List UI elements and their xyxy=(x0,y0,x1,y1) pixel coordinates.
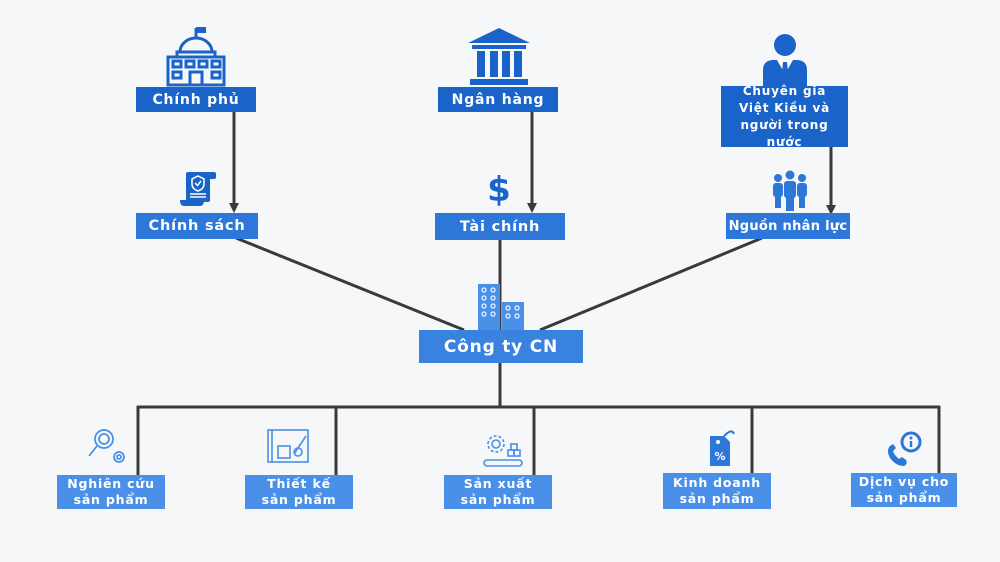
svg-text:%: % xyxy=(714,450,725,463)
team-people-icon xyxy=(773,170,807,211)
source-label: Ngân hàng xyxy=(451,91,545,108)
source-label: Chính phủ xyxy=(152,91,240,108)
blueprint-design-icon xyxy=(267,429,309,463)
line-hr-to-company xyxy=(539,236,763,332)
activity-label: Thiết kế sản phẩm xyxy=(261,476,337,507)
price-tag-percent-icon: % xyxy=(710,430,735,466)
research-magnifier-gear-icon xyxy=(88,429,125,463)
activity-business: Kinh doanh sản phẩm xyxy=(663,473,771,509)
resource-finance: Tài chính xyxy=(435,213,565,240)
source-bank: Ngân hàng xyxy=(438,87,558,112)
activity-design: Thiết kế sản phẩm xyxy=(245,475,353,509)
phone-info-icon xyxy=(888,431,922,466)
activity-label: Dịch vụ cho sản phẩm xyxy=(858,474,950,505)
activity-label: Kinh doanh sản phẩm xyxy=(673,475,761,506)
activity-production: Sản xuất sản phẩm xyxy=(444,475,552,509)
source-label: Chuyên gia Việt Kiều và người trong nước xyxy=(738,83,831,149)
activity-label: Sản xuất sản phẩm xyxy=(460,476,536,507)
activity-research: Nghiên cứu sản phẩm xyxy=(57,475,165,509)
source-experts: Chuyên gia Việt Kiều và người trong nước xyxy=(721,84,848,149)
line-policy-to-company xyxy=(235,236,465,332)
production-gear-conveyor-icon xyxy=(483,435,523,467)
resource-label: Chính sách xyxy=(148,218,246,234)
activity-service: Dịch vụ cho sản phẩm xyxy=(851,473,957,507)
resource-label: Nguồn nhân lực xyxy=(728,218,848,234)
resource-policy: Chính sách xyxy=(136,213,258,239)
government-building-icon xyxy=(166,27,226,87)
office-buildings-icon xyxy=(478,284,524,330)
dollar-icon: $ xyxy=(487,170,511,210)
center-label: Công ty CN xyxy=(443,336,559,357)
policy-document-icon xyxy=(180,172,216,206)
businessman-icon xyxy=(763,34,807,88)
center-company: Công ty CN xyxy=(419,330,583,363)
resource-human: Nguồn nhân lực xyxy=(726,213,850,239)
source-government: Chính phủ xyxy=(136,87,256,112)
activity-label: Nghiên cứu sản phẩm xyxy=(67,476,155,507)
bank-icon xyxy=(468,28,530,85)
resource-label: Tài chính xyxy=(459,218,541,235)
